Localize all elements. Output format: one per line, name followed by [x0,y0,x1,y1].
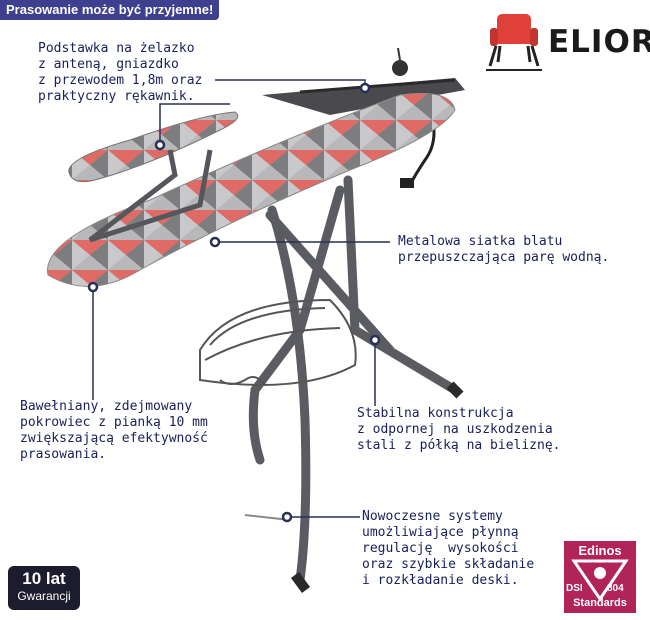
certificate-badge: Edinos DSI 804 Standards [564,541,636,613]
laundry-shelf [199,298,357,386]
certificate-left: DSI [566,583,583,594]
board-cover [46,92,456,287]
sleeve-board [68,111,239,183]
warranty-label: Gwarancji [17,589,71,603]
iron-rest [262,47,465,188]
warranty-years: 10 lat [22,569,66,588]
callout-height-adjust: Nowoczesne systemy umożliwiające płynną … [362,509,535,588]
callout-mesh-top: Metalowa siatka blatu przepuszczająca pa… [398,234,610,265]
board-frame [248,175,460,585]
callout-construction: Stabilna konstrukcja z odpornej na uszko… [357,406,561,453]
page-title: Prasowanie może być przyjemne! [0,0,220,20]
callout-cover: Bawełniany, zdejmowany pokrowiec z piank… [20,399,208,462]
callout-iron-rest: Podstawka na żelazko z anteną, gniazdko … [38,41,203,104]
brand-name: ELIOR [548,24,650,60]
foot-cap [290,572,311,593]
certificate-name: Edinos [578,543,622,558]
warranty-badge: 10 lat Gwarancji [8,566,80,610]
certificate-right: 804 [607,583,624,594]
foot-cap [446,381,464,399]
certificate-label: Standards [573,597,627,609]
callout-markers [87,82,381,523]
certificate-emblem-icon [571,559,629,602]
